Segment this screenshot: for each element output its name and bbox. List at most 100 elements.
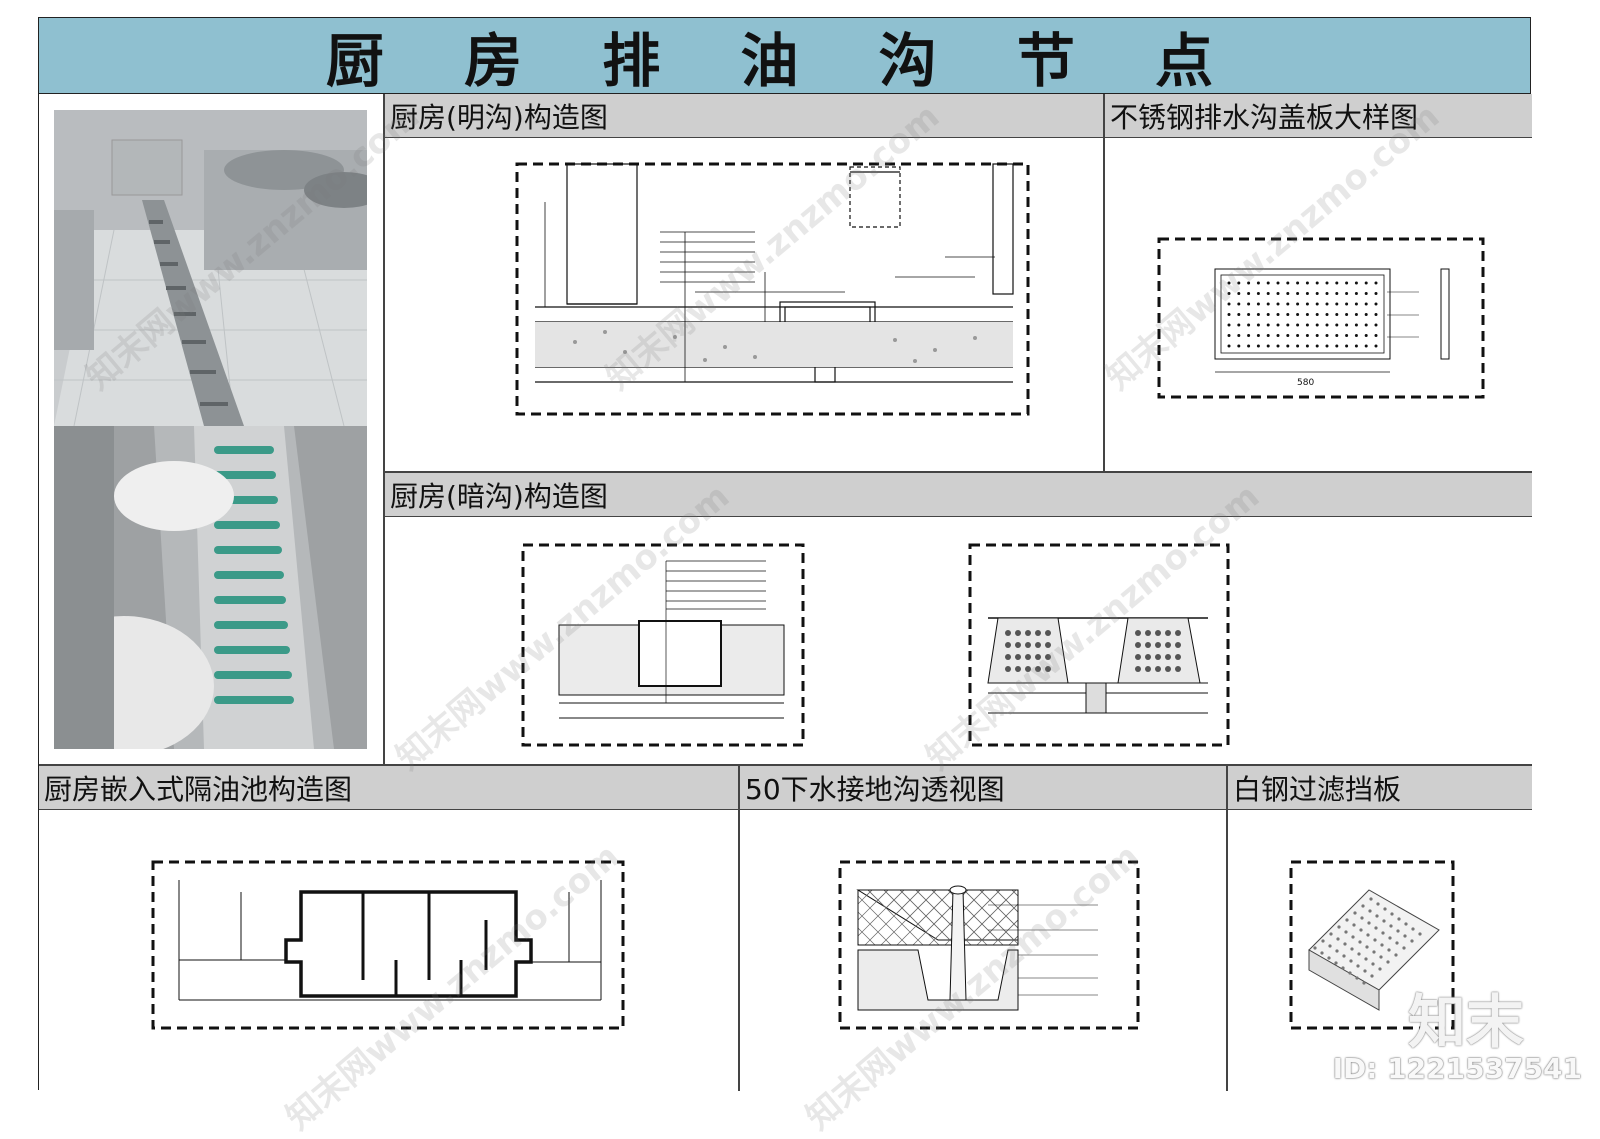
drawing-sheet: 厨 房 排 油 沟 节 点 [38, 17, 1532, 1091]
perforation-dot [1237, 302, 1241, 306]
hidden-ditch-perspective-drawing [968, 543, 1230, 747]
filter-hole [1365, 945, 1369, 949]
filter-hole [1397, 917, 1401, 921]
filter-hole [1376, 902, 1380, 906]
grate-hole [1015, 666, 1021, 672]
filter-hole [1371, 962, 1375, 966]
perforation-dot [1325, 323, 1329, 327]
perforation-dot [1286, 323, 1290, 327]
grate-hole [1005, 642, 1011, 648]
filter-hole [1386, 960, 1390, 964]
perforation-dot [1266, 313, 1270, 316]
perforation-dot [1286, 313, 1290, 316]
filter-hole [1334, 961, 1338, 965]
grate-hole [1155, 630, 1161, 636]
section-cover-plate: 不锈钢排水沟盖板大样图 580 [1104, 94, 1532, 472]
perforation-dot [1374, 313, 1378, 316]
section-hidden-ditch: 厨房(暗沟)构造图 [384, 472, 1532, 765]
perforation-dot [1266, 302, 1270, 306]
grate-hole [1175, 654, 1181, 660]
filter-hole [1341, 966, 1345, 970]
grease-pit-drawing [151, 860, 625, 1030]
perforation-dot [1305, 302, 1309, 306]
perforation-dot [1315, 344, 1319, 348]
filter-hole [1327, 956, 1331, 960]
filter-hole [1337, 925, 1341, 929]
filter-hole [1367, 921, 1371, 925]
filter-hole [1403, 934, 1407, 938]
perforation-dot [1237, 313, 1241, 316]
perforation-dot [1247, 281, 1251, 285]
perforation-dot [1374, 344, 1378, 348]
perforation-dot [1296, 292, 1300, 295]
grate-hole [1165, 654, 1171, 660]
filter-hole [1362, 981, 1366, 985]
grate-hole [1025, 630, 1031, 636]
perforation-dot [1276, 292, 1280, 295]
filter-hole [1388, 936, 1392, 940]
filter-hole [1372, 950, 1376, 954]
filter-hole [1379, 955, 1383, 959]
plate-width-dimension: 580 [1297, 378, 1314, 388]
filter-hole [1364, 957, 1368, 961]
filter-hole [1343, 942, 1347, 946]
perforation-dot [1286, 302, 1290, 306]
grate-hole [1035, 630, 1041, 636]
grate-hole [1135, 654, 1141, 660]
perforation-dot [1256, 292, 1260, 295]
perforation-dot [1296, 344, 1300, 348]
filter-hole [1351, 935, 1355, 939]
perforation-dot [1354, 281, 1358, 285]
section-filter-plate: 白钢过滤挡板 [1227, 765, 1532, 1091]
filter-hole [1396, 929, 1400, 933]
filter-hole [1410, 939, 1414, 943]
perforation-dot [1286, 344, 1290, 348]
perforation-dot [1286, 281, 1290, 285]
perforation-dot [1374, 281, 1378, 285]
perforation-dot [1354, 323, 1358, 327]
perforation-dot [1325, 302, 1329, 306]
grate-hole [1005, 630, 1011, 636]
perforation-dot [1237, 344, 1241, 348]
grate-hole [1145, 630, 1151, 636]
filter-hole [1418, 932, 1422, 936]
filter-hole [1381, 931, 1385, 935]
filter-hole [1335, 949, 1339, 953]
perforation-dot [1345, 344, 1349, 348]
perforation-dot [1247, 323, 1251, 327]
filter-hole [1345, 918, 1349, 922]
perforation-dot [1276, 323, 1280, 327]
perforation-dot [1296, 323, 1300, 327]
filter-hole [1369, 897, 1373, 901]
section-heading: 厨房(明沟)构造图 [385, 94, 1103, 138]
filter-hole [1353, 911, 1357, 915]
perforation-dot [1237, 323, 1241, 327]
filter-hole [1357, 952, 1361, 956]
perforation-dot [1345, 281, 1349, 285]
perforation-dot [1325, 313, 1329, 316]
perforation-dot [1227, 334, 1231, 337]
perforation-dot [1247, 334, 1251, 337]
perforation-dot [1354, 334, 1358, 337]
title-bar: 厨 房 排 油 沟 节 点 [39, 18, 1530, 95]
grate-hole [1165, 666, 1171, 672]
perforation-dot [1364, 281, 1368, 285]
grate-hole [1155, 654, 1161, 660]
grate-hole [1045, 630, 1051, 636]
perforation-dot [1315, 302, 1319, 306]
perforation-dot [1335, 334, 1339, 337]
brand-watermark: 知末 [1407, 988, 1524, 1056]
perforation-dot [1296, 334, 1300, 337]
perforation-dot [1266, 334, 1270, 337]
cover-plate-drawing: 580 [1157, 237, 1485, 399]
perforation-dot [1335, 302, 1339, 306]
section-drain-perspective: 50下水接地沟透视图 [739, 765, 1227, 1091]
grate-hole [1175, 630, 1181, 636]
filter-hole [1387, 948, 1391, 952]
perforation-dot [1237, 281, 1241, 285]
perforation-dot [1315, 281, 1319, 285]
grate-hole [1175, 642, 1181, 648]
perforation-dot [1354, 344, 1358, 348]
grate-hole [1015, 642, 1021, 648]
perforation-dot [1345, 334, 1349, 337]
